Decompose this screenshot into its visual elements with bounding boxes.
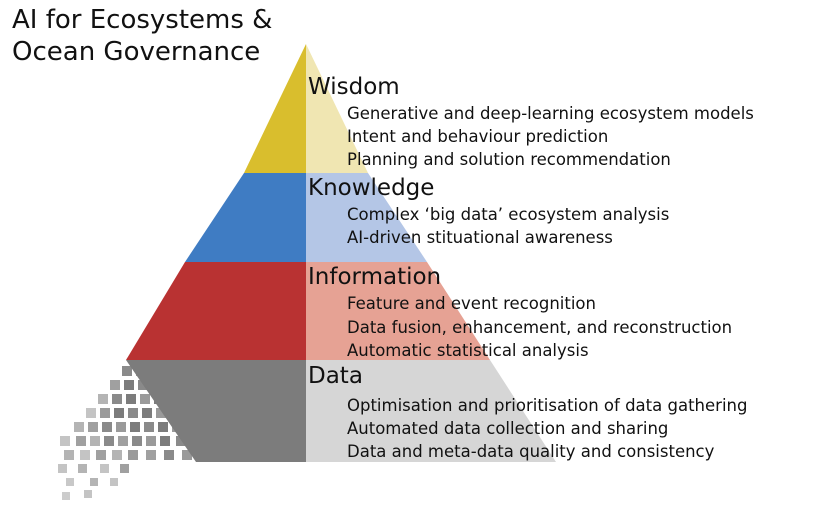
pixel-square xyxy=(118,436,128,446)
pixel-square xyxy=(114,408,124,418)
pyramid-layer-data xyxy=(126,360,556,462)
pixel-square xyxy=(140,394,150,404)
pixel-square xyxy=(74,422,84,432)
pixel-square xyxy=(146,436,156,446)
pixel-square xyxy=(98,394,108,404)
pixel-square xyxy=(182,450,192,460)
pixel-square xyxy=(110,478,118,486)
layer-title-knowledge: Knowledge xyxy=(308,175,435,201)
pyramid-layer-knowledge xyxy=(185,173,427,262)
pyramid-layer-information xyxy=(126,262,490,360)
layer-title-information: Information xyxy=(308,264,442,290)
pixel-square xyxy=(158,422,168,432)
pixel-square xyxy=(128,450,138,460)
pixel-square xyxy=(124,380,134,390)
pixel-square xyxy=(90,478,98,486)
pixel-square xyxy=(138,380,148,390)
pixel-square xyxy=(132,436,142,446)
information-item: Data fusion, enhancement, and reconstruc… xyxy=(347,318,733,337)
pixel-square xyxy=(96,450,106,460)
pixel-square xyxy=(126,394,136,404)
pixel-square xyxy=(64,450,74,460)
pixel-square xyxy=(78,464,87,473)
pixel-square xyxy=(62,492,70,500)
knowledge-item: AI-driven stituational awareness xyxy=(347,228,613,247)
pixel-square xyxy=(86,408,96,418)
wisdom-left-half xyxy=(244,44,306,173)
pixel-square xyxy=(142,408,152,418)
pixel-square xyxy=(110,380,120,390)
layer-title-wisdom: Wisdom xyxy=(308,74,400,100)
pixel-square xyxy=(104,436,114,446)
pixel-square xyxy=(144,422,154,432)
pyramid-layer-wisdom xyxy=(244,44,368,173)
layer-title-data: Data xyxy=(308,363,363,389)
information-right-half xyxy=(306,262,490,360)
pixel-square xyxy=(116,422,126,432)
pixel-square xyxy=(88,422,98,432)
pixel-square xyxy=(156,408,166,418)
data-item: Optimisation and prioritisation of data … xyxy=(347,396,748,415)
pixel-square xyxy=(112,394,122,404)
knowledge-right-half xyxy=(306,173,427,262)
wisdom-item: Intent and behaviour prediction xyxy=(347,127,609,146)
pixel-square xyxy=(122,366,132,376)
pixel-dissolve-decoration xyxy=(58,366,196,500)
wisdom-right-half xyxy=(306,44,368,173)
pixel-square xyxy=(160,436,170,446)
wisdom-item: Planning and solution recommendation xyxy=(347,150,671,169)
diagram-title: AI for Ecosystems & Ocean Governance xyxy=(12,4,312,68)
information-item: Feature and event recognition xyxy=(347,294,596,313)
pixel-square xyxy=(100,464,109,473)
pixel-square xyxy=(164,450,174,460)
pixel-square xyxy=(84,490,92,498)
pixel-square xyxy=(90,436,100,446)
data-right-half xyxy=(306,360,556,462)
pixel-square xyxy=(112,450,122,460)
wisdom-item: Generative and deep-learning ecosystem m… xyxy=(347,104,754,123)
pixel-square xyxy=(130,422,140,432)
pixel-square xyxy=(128,408,138,418)
knowledge-item: Complex ‘big data’ ecosystem analysis xyxy=(347,205,670,224)
information-left-half xyxy=(126,262,306,360)
pixel-square xyxy=(58,464,67,473)
data-left-half xyxy=(126,360,306,462)
pixel-square xyxy=(146,450,156,460)
pixel-square xyxy=(120,464,129,473)
information-item: Automatic statistical analysis xyxy=(347,341,589,360)
data-item: Automated data collection and sharing xyxy=(347,419,669,438)
title-line-2: Ocean Governance xyxy=(12,37,261,67)
pixel-square xyxy=(80,450,90,460)
pixel-square xyxy=(176,436,186,446)
pixel-square xyxy=(102,422,112,432)
pixel-square xyxy=(60,436,70,446)
data-item: Data and meta-data quality and consisten… xyxy=(347,442,715,461)
title-line-1: AI for Ecosystems & xyxy=(12,5,273,35)
pixel-square xyxy=(66,478,74,486)
pixel-square xyxy=(100,408,110,418)
knowledge-left-half xyxy=(185,173,306,262)
pixel-square xyxy=(76,436,86,446)
